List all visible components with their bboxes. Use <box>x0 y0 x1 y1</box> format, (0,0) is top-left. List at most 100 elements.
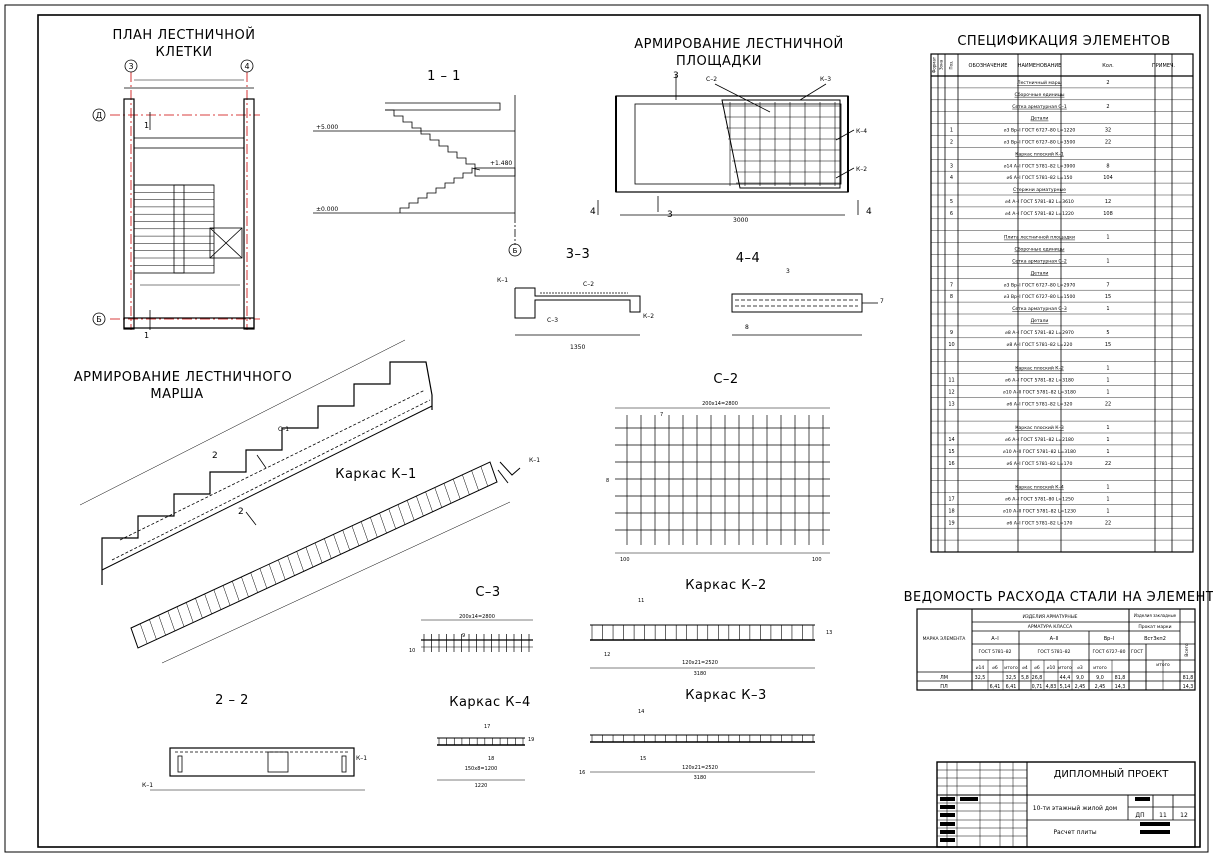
spec-row-cell: Сетка арматурная С–1 <box>1012 104 1067 110</box>
elev-5000: +5.000 <box>316 124 338 131</box>
steel-subheader: ⌀6 <box>1034 665 1040 671</box>
spec-title: СПЕЦИФИКАЦИЯ ЭЛЕМЕНТОВ <box>957 34 1170 49</box>
spec-row-cell: 2 <box>1106 104 1109 110</box>
spec-row-cell: ⌀6 А–I ГОСТ 5781–82 L=170 <box>1007 520 1073 526</box>
karkas-k3: 120x21=2520 3180 14 15 16 <box>579 709 815 781</box>
spec-header-cell: Зона <box>939 59 944 70</box>
spec-row-cell: 3 <box>950 163 953 169</box>
spec-row-cell: ⌀3 Вр–I ГОСТ 6727–80 L=2970 <box>1004 282 1076 288</box>
steel-row-value: 44,4 <box>1060 675 1071 681</box>
march-title-1: АРМИРОВАНИЕ ЛЕСТНИЧНОГО <box>74 370 293 385</box>
spec-row-cell: Сборочные единицы <box>1015 92 1065 98</box>
steel-header-a2: А–II <box>1050 636 1059 642</box>
landing-mark-k3: К–3 <box>820 76 831 83</box>
spec-row-cell: ⌀10 А–II ГОСТ 5781–82 L=3180 <box>1003 449 1076 455</box>
spec-row-cell: 7 <box>950 282 953 288</box>
spec-row-cell: 1 <box>1106 378 1109 384</box>
spec-row-cell: 6 <box>950 211 953 217</box>
steel-subheader: ⌀4 <box>1022 665 1028 671</box>
k2-pos13: 13 <box>826 630 832 636</box>
landing-sec-4-left: 4 <box>590 207 596 217</box>
spec-row-cell: 1 <box>1106 366 1109 372</box>
steel-header-mark: МАРКА ЭЛЕМЕНТА <box>923 636 967 642</box>
spec-row-cell: 32 <box>1105 128 1111 134</box>
steel-row-mark: ЛМ <box>940 675 948 681</box>
tb-building: 10-ти этажный жилой дом <box>1033 805 1117 812</box>
karkas-k4: 150x8=1200 1220 17 18 19 <box>437 724 534 789</box>
spec-row-cell: ⌀3 Вр–I ГОСТ 6727–80 L=1220 <box>1004 128 1076 134</box>
spec-row-cell: 4 <box>950 175 953 181</box>
axis-b2-label: Б <box>513 247 518 255</box>
landing-title-1: АРМИРОВАНИЕ ЛЕСТНИЧНОЙ <box>634 36 844 52</box>
steel-subheader: ⌀10 <box>1047 665 1056 671</box>
spec-row-cell: 22 <box>1105 520 1111 526</box>
inner-frame <box>37 14 1201 848</box>
march-title-2: МАРША <box>150 387 203 402</box>
steel-header-prokat: Прокат марки <box>1138 624 1171 630</box>
spec-row-cell: ⌀6 А–I ГОСТ 5781–80 L=1250 <box>1005 497 1074 503</box>
steel-header-gost1: ГОСТ 5781–82 <box>978 649 1011 655</box>
tb-code: ДП <box>1135 812 1144 819</box>
spec-row-cell: ⌀4 А–I ГОСТ 5781–82 L=3610 <box>1005 199 1074 205</box>
spec-row-cell: 15 <box>1105 294 1111 300</box>
k1-detail-label: К–1 <box>529 457 540 464</box>
section-1-1: +5.000 +1.480 ±0.000 Б <box>313 95 522 257</box>
karkas-k4-title: Каркас К–4 <box>449 695 531 710</box>
c2-top-dim: 200x14=2800 <box>702 401 738 407</box>
c2-pos7: 7 <box>660 412 663 418</box>
steel-row-value: 14,3 <box>1115 684 1126 690</box>
spec-row-cell: 1 <box>1106 235 1109 241</box>
spec-row-cell: 22 <box>1105 140 1111 146</box>
spec-row-cell: ⌀14 А–I ГОСТ 5781–82 L=3900 <box>1004 163 1076 169</box>
spec-row-cell: Каркас плоский К–1 <box>1015 150 1064 157</box>
c3-pos10: 10 <box>409 648 415 654</box>
tb-sheet-no: 11 <box>1159 812 1167 819</box>
landing-mark-k2: К–2 <box>856 166 867 173</box>
landing-dim-3000: 3000 <box>733 217 748 224</box>
axis-3-label: 3 <box>128 62 133 71</box>
k2-len: 3180 <box>694 671 707 677</box>
k4-pos19: 19 <box>528 737 534 743</box>
spec-row-cell: 1 <box>1106 259 1109 265</box>
steel-row-value: 6,41 <box>1006 684 1017 690</box>
s33-c2: С–2 <box>583 281 594 288</box>
s22-k1-left: К–1 <box>142 782 153 789</box>
steel-subheader: ⌀14 <box>976 665 985 671</box>
spec-row-cell: 9 <box>950 330 953 336</box>
k2-pos11: 11 <box>638 598 644 604</box>
s33-dim-1350: 1350 <box>570 344 585 351</box>
spec-row-cell: 18 <box>948 508 954 514</box>
march-sec-2-bot: 2 <box>238 507 244 517</box>
march-sec-2-top: 2 <box>212 451 218 461</box>
section-2-2: К–1 К–1 <box>142 747 367 791</box>
c2-pos8: 8 <box>606 478 609 484</box>
c3-top-dim: 200x14=2800 <box>459 614 495 620</box>
spec-row-cell: ⌀3 Вр–I ГОСТ 6727–80 L=3500 <box>1004 140 1076 146</box>
tb-sheets: 12 <box>1180 812 1188 819</box>
c2-dim-100-left: 100 <box>620 557 630 563</box>
landing-title-2: ПЛОЩАДКИ <box>676 54 762 69</box>
k3-span: 120x21=2520 <box>682 765 718 771</box>
spec-row-cell: Детали <box>1031 270 1049 276</box>
spec-row-cell: Детали <box>1031 116 1049 122</box>
s33-c3: С–3 <box>547 317 558 324</box>
k3-pos14: 14 <box>638 709 644 715</box>
c3-mesh: 200x14=2800 9 10 <box>409 614 533 654</box>
steel-header-a1: А–I <box>991 636 998 642</box>
steel-row-mark: ПЛ <box>940 684 948 690</box>
spec-row-cell: 1 <box>1106 508 1109 514</box>
spec-row-cell: 1 <box>1106 389 1109 395</box>
c2-title: С–2 <box>713 372 738 387</box>
section-3-3-title: 3–3 <box>566 247 591 262</box>
section-4-4-title: 4–4 <box>736 251 761 266</box>
karkas-k2: 120x21=2520 3180 11 12 13 <box>590 598 832 677</box>
spec-header-cell: ПРИМЕЧ. <box>1152 63 1175 69</box>
plan-sec-1-bot: 1 <box>144 331 149 340</box>
spec-row-cell: 16 <box>948 461 954 467</box>
s44-pos8: 8 <box>745 324 749 331</box>
steel-row-value: 32,5 <box>1006 675 1017 681</box>
steel-row-value: 2,45 <box>1095 684 1106 690</box>
steel-header-gost3: ГОСТ 6727–80 <box>1092 649 1125 655</box>
